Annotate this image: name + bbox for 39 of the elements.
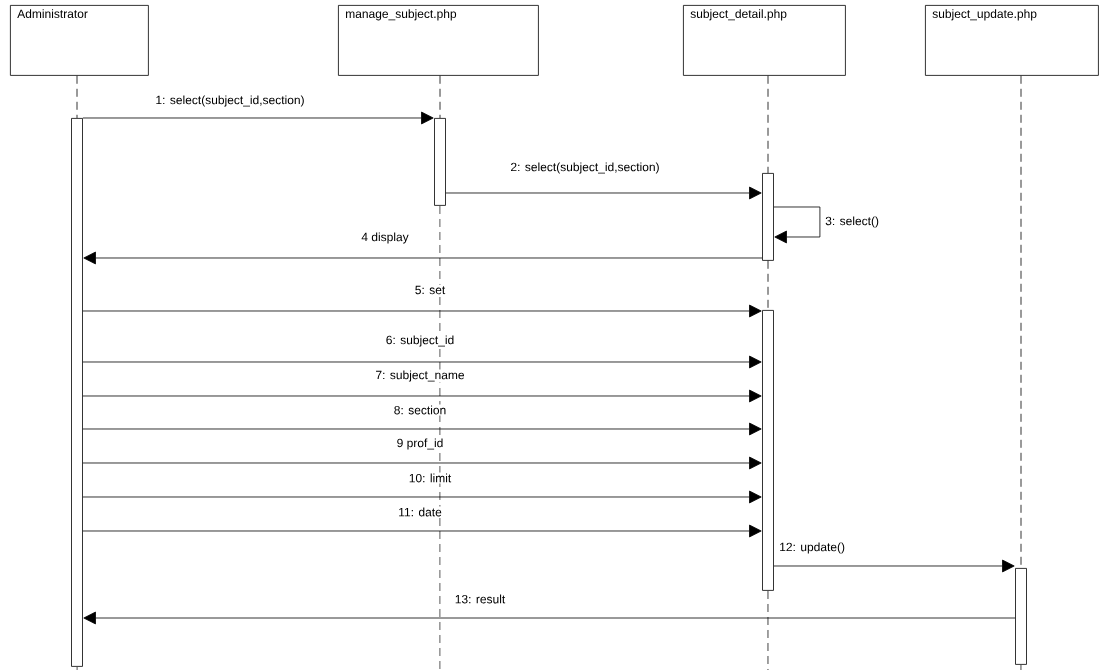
- message-arrow: [82, 456, 762, 470]
- message-arrow: [82, 389, 762, 403]
- edge-label: 8: section: [392, 404, 448, 416]
- lifeline: [767, 260, 769, 311]
- message-arrow: [773, 559, 1015, 573]
- edge-label: 1: select(subject_id,section): [154, 94, 306, 108]
- message-arrow: [82, 524, 762, 538]
- edge-label: 9 prof_id: [395, 437, 445, 451]
- message-arrow: [83, 251, 763, 265]
- message-arrow: [82, 422, 762, 436]
- edge-label: 10: limit: [407, 472, 453, 484]
- message-arrow: [82, 304, 762, 318]
- lifeline-box: subject_update.php: [925, 5, 1099, 76]
- lifeline: [767, 75, 769, 174]
- edge-label: 3: select(): [824, 215, 880, 229]
- activation-bar: [1015, 568, 1027, 665]
- lifeline-box: manage_subject.php: [338, 5, 539, 76]
- message-arrow: [82, 490, 762, 504]
- lifeline-box: Administrator: [10, 5, 149, 76]
- message-arrow: [82, 355, 762, 369]
- message-arrow: [445, 186, 762, 200]
- edge-label: 6: subject_id: [384, 334, 456, 348]
- edge-label: 13: result: [453, 593, 507, 605]
- lifeline: [439, 75, 441, 119]
- edge-label: 11: date: [397, 506, 443, 518]
- activation-bar: [762, 173, 774, 261]
- edge-label: 7: subject_name: [374, 369, 466, 383]
- edge-label: 12: update(): [778, 541, 847, 555]
- activation-bar: [434, 118, 446, 206]
- edge-label: 4 display: [360, 231, 410, 245]
- lifeline: [76, 75, 78, 119]
- edge-label: 2: select(subject_id,section): [509, 161, 661, 175]
- edge-label: 5: set: [413, 284, 447, 296]
- message-arrow: [82, 111, 434, 125]
- message-arrow: [83, 611, 1016, 625]
- lifeline-box: subject_detail.php: [683, 5, 846, 76]
- message-arrow: [773, 206, 821, 244]
- activation-bar: [762, 310, 774, 591]
- activation-bar: [71, 118, 83, 667]
